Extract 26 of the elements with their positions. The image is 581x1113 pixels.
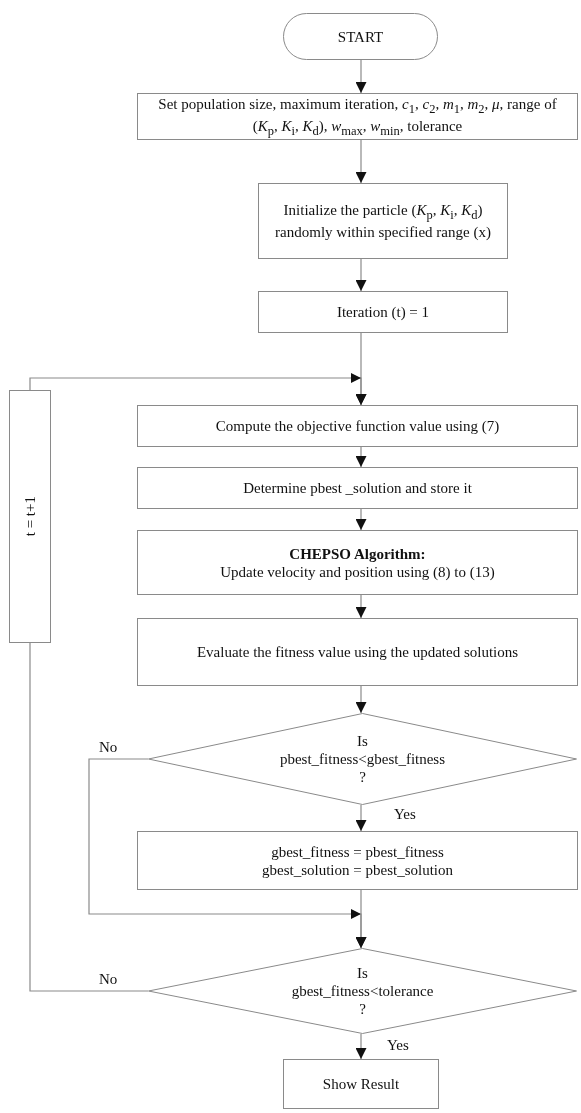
- box-text: Initialize the particle (K$_{p}$, K$_{i}$, K$_{d}$) randomly within specified range (x): [274, 201, 492, 241]
- process-box: [258, 183, 508, 259]
- box-text: Set population size, maximum iteration, c$_{1}$, c$_{2}$, m$_{1}$, m$_{2}$, μ, range of (K$_{p}$, K$_{i}$, K$_{d}$), w$_{max}$, w$_{min}$, tolerance: [157, 94, 558, 139]
- box-text: Determine pbest _solution and store it: [243, 479, 472, 497]
- decision-diamond: [148, 713, 577, 805]
- box-text: Compute the objective function value using (7): [215, 417, 500, 435]
- box-text: START: [337, 27, 384, 46]
- box-text: Evaluate the fitness value using the updated solutions: [196, 643, 519, 661]
- box-heading: CHEPSO Algorithm:: [289, 544, 426, 563]
- box-text: Is gbest_fitness<tolerance ?: [291, 964, 434, 1018]
- box-text: Update velocity and position using (8) to (13): [220, 562, 495, 581]
- process-box: [137, 618, 578, 686]
- process-box: [137, 530, 578, 595]
- process-box: [137, 831, 578, 890]
- start-terminator: [283, 13, 438, 60]
- process-box: [137, 467, 578, 509]
- process-box: [137, 405, 578, 447]
- box-text: Iteration (t) = 1: [336, 303, 430, 321]
- box-text: Show Result: [322, 1075, 400, 1093]
- decision-diamond: [148, 948, 577, 1034]
- box-text: t = t+1: [21, 496, 39, 537]
- process-box: [9, 390, 51, 643]
- box-text: gbest_fitness = pbest_fitness gbest_solution = pbest_solution: [261, 842, 454, 879]
- box-text: Is pbest_fitness<gbest_fitness ?: [279, 732, 446, 786]
- process-box: [258, 291, 508, 333]
- process-box: [283, 1059, 439, 1109]
